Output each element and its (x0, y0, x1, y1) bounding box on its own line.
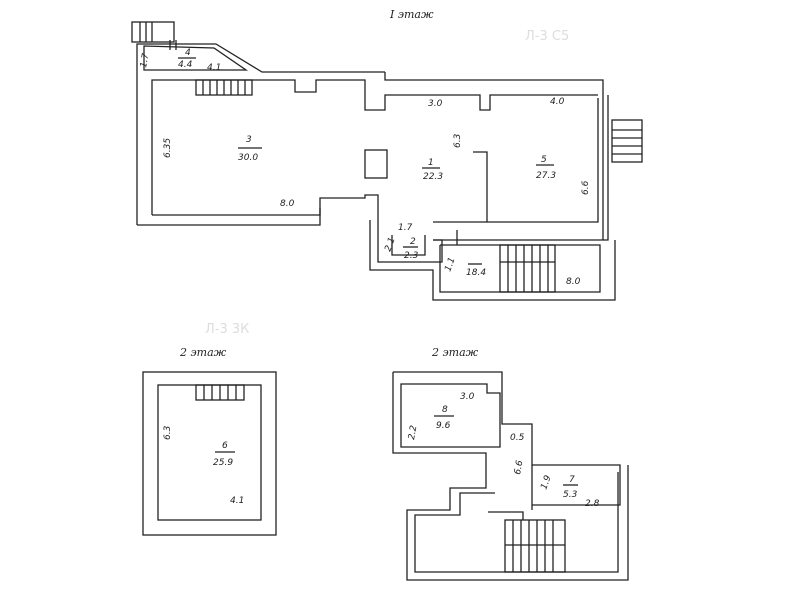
stamp: Л-3 С5 (525, 29, 569, 44)
dimension: 1.9 (539, 474, 553, 491)
dimension: 3.0 (428, 99, 443, 109)
dimension: 1.7 (398, 223, 413, 233)
first-floor-title: I этаж (389, 8, 434, 21)
dimension: 8.0 (566, 277, 581, 287)
second-floor-left-walls (142, 371, 277, 536)
dimension: 6.3 (453, 133, 463, 148)
room-area: 9.6 (436, 421, 451, 431)
room-area: 25.9 (213, 458, 233, 468)
room-number: 4 (185, 48, 191, 58)
room-area: 2.3 (404, 251, 419, 261)
dimension: 4.1 (230, 496, 244, 506)
dimension: 2.2 (407, 424, 419, 440)
room-area: 27.3 (536, 171, 556, 181)
room-number: 6 (222, 441, 228, 451)
dimension: 1.7 (139, 52, 151, 68)
second-floor-right-title: 2 этаж (431, 346, 479, 359)
room-number: 3 (246, 135, 252, 145)
room-area: 22.3 (423, 172, 443, 182)
dimension: 4.0 (550, 97, 565, 107)
room-number: 2 (410, 237, 416, 247)
room-area: 18.4 (466, 268, 486, 278)
room-area: 5.3 (563, 490, 578, 500)
dimension: 0.5 (510, 433, 525, 443)
room-area: 30.0 (238, 153, 258, 163)
dimension: 6.3 (163, 425, 173, 440)
dimension: 6.6 (513, 459, 525, 475)
room-area: 4.4 (178, 60, 193, 70)
dimension: 8.0 (280, 199, 295, 209)
dimension: 3.0 (460, 392, 475, 402)
room-number: 8 (442, 405, 448, 415)
room-number: 5 (541, 155, 547, 165)
second-floor-left-title: 2 этаж (179, 346, 227, 359)
dimension: 2.1 (383, 236, 397, 253)
room-number: 7 (569, 475, 575, 485)
second-floor-right-walls (392, 371, 629, 581)
dimension: 4.1 (207, 63, 221, 73)
room-number: 1 (428, 158, 434, 168)
first-floor-walls (131, 21, 643, 301)
dimension: 2.8 (585, 499, 600, 509)
dimension: 6.6 (581, 180, 591, 195)
dimension: 6.35 (163, 138, 173, 158)
stamp: Л-3 3К (205, 322, 249, 337)
dimension: 1.1 (443, 256, 457, 273)
